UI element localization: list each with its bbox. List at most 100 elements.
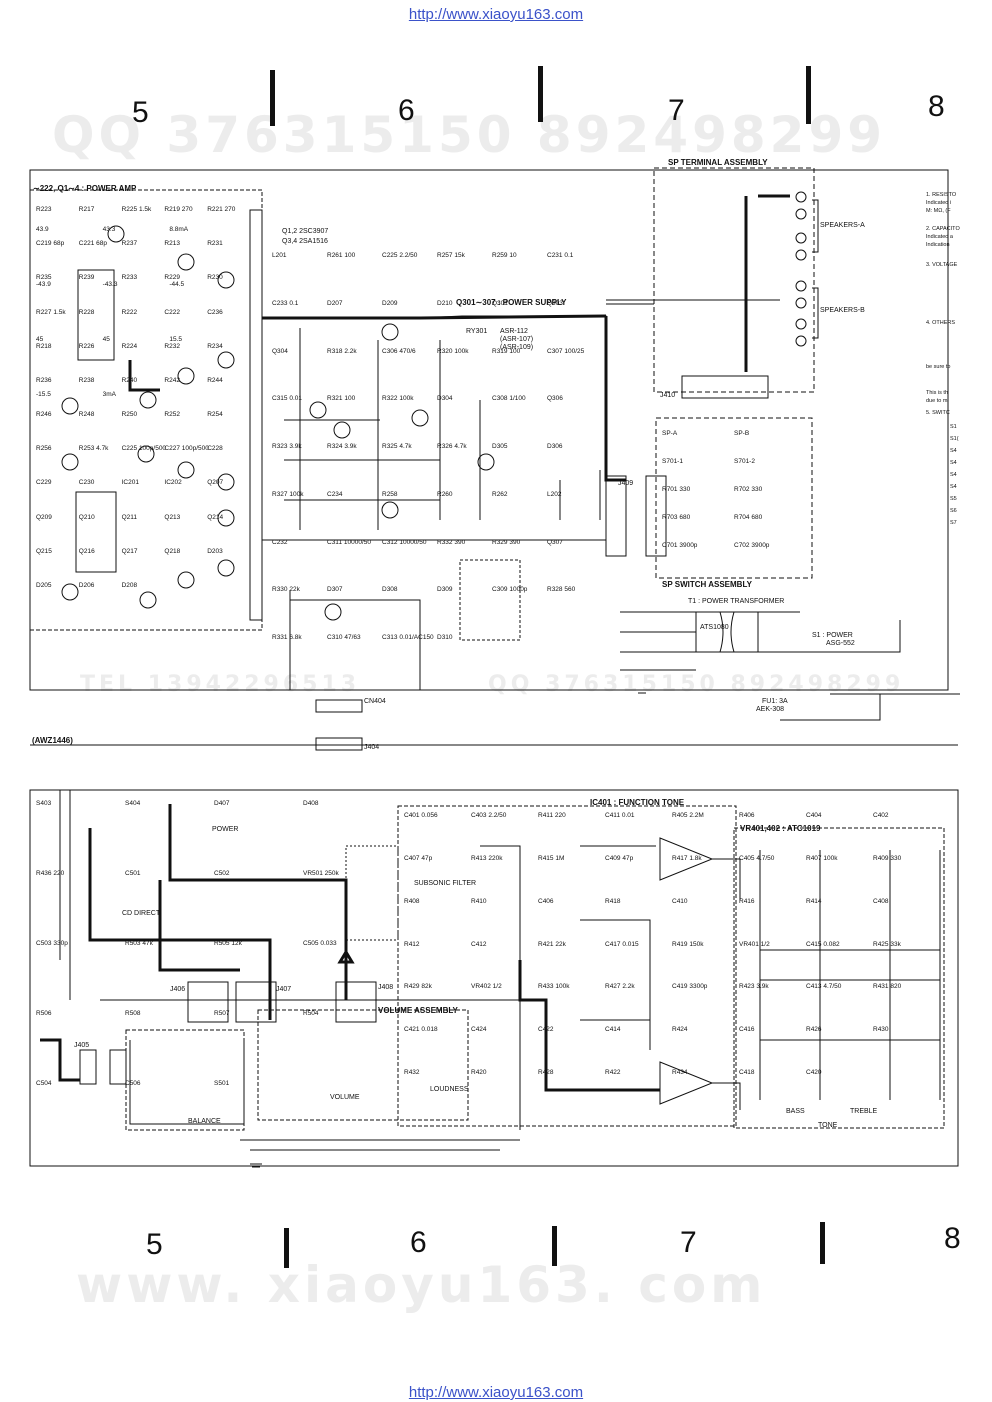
component-label: R327 100k	[272, 490, 304, 498]
component-label: Q303	[547, 299, 563, 307]
bass-label: BASS	[786, 1108, 805, 1115]
component-label: R432	[404, 1069, 420, 1077]
component-label: Q301	[492, 299, 508, 307]
note-4b: This is th	[926, 390, 949, 396]
component-label: IC201	[121, 479, 139, 487]
component-label: C232	[272, 538, 288, 546]
component-label: D208	[121, 581, 138, 589]
component-label: R224	[121, 342, 138, 350]
component-label: C504	[36, 1080, 52, 1087]
component-label: R436 220	[36, 870, 65, 877]
component-label: R508	[125, 1010, 141, 1017]
component-label: C501	[125, 870, 141, 877]
switch-list-item: S4	[950, 484, 957, 490]
component-label: R411 220	[538, 812, 566, 819]
component-label: S701-1	[662, 458, 683, 465]
component-label: R426	[806, 1026, 822, 1034]
component-label: R227 1.5k	[36, 308, 66, 316]
component-label: C311 10000/50	[327, 538, 371, 546]
component-label: R231	[207, 240, 223, 248]
column-divider	[284, 1228, 289, 1268]
speakers-a-label: SPEAKERS-A	[820, 222, 865, 229]
component-label: C418	[739, 1069, 755, 1077]
column-8-bottom: 8	[944, 1222, 961, 1255]
component-label: R324 3.9k	[327, 443, 357, 451]
component-label: R219 270	[164, 206, 193, 213]
component-label: C227 100p/500	[164, 445, 209, 453]
component-label: C505 0.033	[303, 940, 337, 947]
component-label: SP-A	[662, 430, 678, 437]
component-label: R410	[471, 897, 487, 905]
component-label: C306 470/6	[382, 347, 416, 355]
component-label: C231 0.1	[547, 252, 574, 259]
switch-list-item: S5	[950, 496, 957, 502]
component-label: R703 680	[662, 514, 691, 521]
note-2b: Indication	[926, 242, 950, 248]
component-label: R420	[471, 1069, 487, 1077]
component-label: R228	[78, 308, 95, 316]
connector-j409: J409	[618, 480, 634, 487]
component-label: R434	[672, 1069, 688, 1077]
connector-j407: J407	[276, 986, 292, 993]
sp-terminal-box	[653, 167, 815, 393]
component-label: R235	[36, 274, 52, 282]
column-divider	[806, 66, 811, 124]
component-label: Q218	[164, 547, 181, 555]
component-label: R250	[121, 411, 138, 418]
component-label: R409 330	[873, 854, 902, 862]
volume-label: VOLUME	[330, 1094, 360, 1101]
switch-list-item: S4	[950, 448, 957, 454]
component-label: R321 100	[327, 395, 356, 403]
component-label: R240	[121, 376, 138, 384]
sp-switch-box	[655, 417, 813, 579]
component-label: C406	[538, 897, 554, 905]
fuse-label: FU1: 3A	[762, 698, 788, 705]
sp-switch-label: SP SWITCH ASSEMBLY	[662, 580, 752, 589]
component-label: R322 100k	[382, 395, 414, 403]
component-label: R229	[164, 274, 180, 282]
component-label: R261 100	[327, 252, 356, 259]
component-label: C416	[739, 1026, 755, 1034]
component-label: R408	[404, 897, 420, 905]
component-label: C408	[873, 897, 889, 905]
component-label: Q217	[121, 547, 138, 555]
component-label: R504	[303, 1010, 319, 1017]
component-label: R503 47k	[125, 940, 153, 947]
component-label: R222	[121, 308, 138, 316]
power-switch-label: S1 : POWER	[812, 632, 853, 639]
voltage-label: -15.5	[36, 391, 51, 398]
connector-j408: J408	[378, 984, 394, 991]
component-label: R239	[78, 274, 95, 282]
component-label: R225 1.5k	[121, 206, 152, 213]
component-label: C403 2.2/50	[471, 812, 507, 819]
source-url-bottom[interactable]: http://www.xiaoyu163.com	[408, 1384, 584, 1401]
component-label: C421 0.018	[404, 1026, 438, 1034]
component-label: C308 1/100	[492, 395, 526, 403]
component-label: R505 12k	[214, 940, 242, 947]
component-label: VR501 250k	[303, 870, 339, 877]
voltage-label: 43.3	[102, 226, 116, 233]
component-label: Q215	[36, 547, 52, 555]
component-label: Q210	[78, 513, 95, 521]
component-label: S501	[214, 1080, 230, 1087]
voltage-label: 45	[36, 336, 44, 343]
note-1a: Indicated i	[926, 200, 952, 206]
transistor-type-1: Q1,2 2SC3907	[282, 228, 329, 235]
switch-list-item: S4	[950, 460, 957, 466]
component-label: C422	[538, 1026, 554, 1034]
component-label: C701 3900p	[662, 542, 698, 549]
component-label: C225 100p/500	[121, 445, 167, 453]
volume-assembly-label: VOLUME ASSEMBLY	[378, 1006, 458, 1015]
column-7-top: 7	[668, 94, 685, 127]
component-label: Q207	[207, 479, 224, 487]
component-label: Q211	[121, 513, 138, 521]
component-label: L201	[272, 252, 287, 259]
component-label: R425 33k	[873, 940, 901, 948]
component-label: D309	[437, 586, 453, 594]
component-label: R244	[207, 376, 223, 384]
source-url-top[interactable]: http://www.xiaoyu163.com	[408, 6, 584, 23]
relay-label: RY301	[466, 328, 488, 335]
component-label: R320 100k	[437, 347, 469, 355]
transistor-type-2: Q3,4 2SA1516	[282, 238, 328, 245]
component-label: C310 47/63	[327, 634, 361, 642]
